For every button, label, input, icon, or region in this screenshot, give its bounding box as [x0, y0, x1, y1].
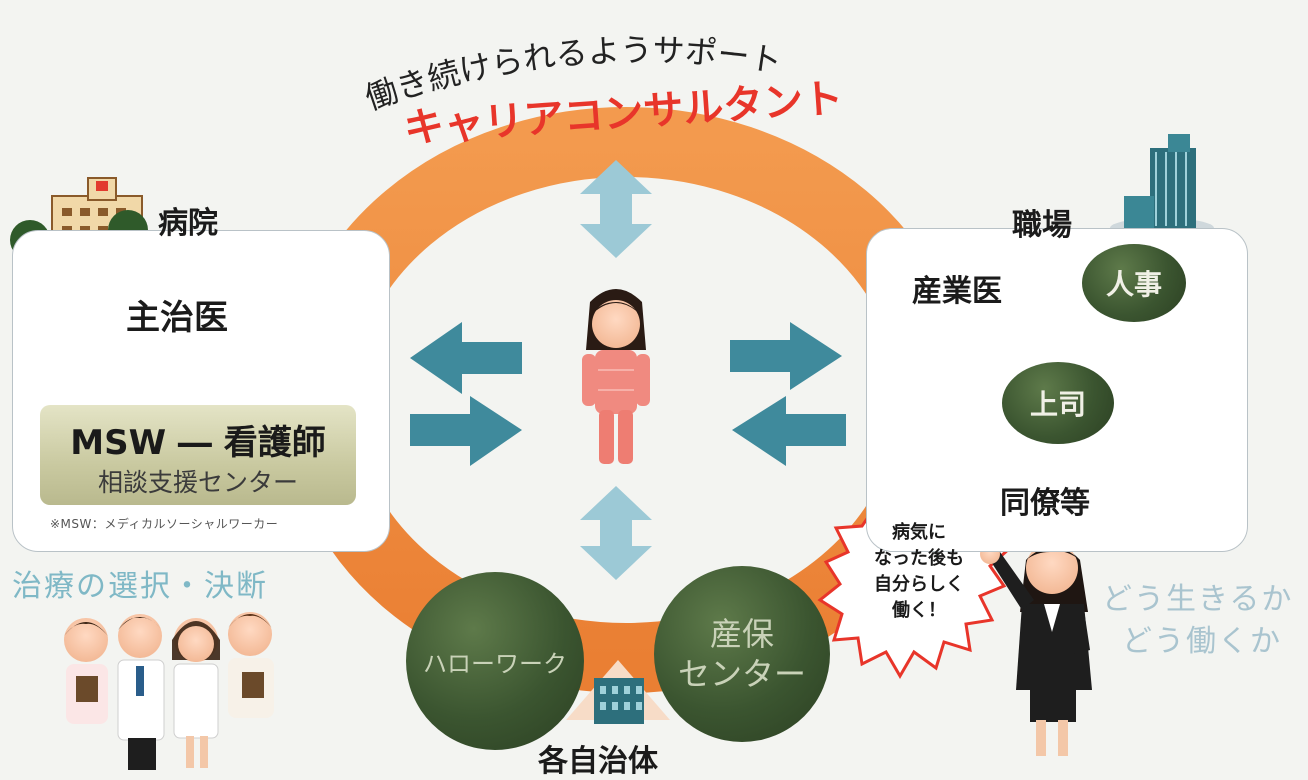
municipality-label: 各自治体: [538, 744, 658, 779]
hospital-title: 病院: [158, 206, 218, 241]
patient-figure-icon: [582, 289, 650, 464]
how-to-live-label: どう生きるか: [1102, 582, 1294, 617]
arrow-left-top: [410, 322, 522, 394]
msw-nurse-label: MSW ― 看護師: [70, 423, 326, 463]
speech-line-2: なった後も: [874, 548, 964, 570]
city-building-icon: [566, 660, 670, 724]
msw-nurse-box: MSW ― 看護師 相談支援センター: [40, 405, 356, 505]
consult-center-label: 相談支援センター: [97, 468, 298, 497]
workplace-title: 職場: [1012, 208, 1072, 243]
speech-bubble-text: 病気に なった後も 自分らしく 働く！: [858, 520, 980, 624]
arrow-right-top: [730, 322, 842, 390]
colleagues-label: 同僚等: [1000, 486, 1090, 521]
industrial-physician-label: 産業医: [912, 274, 1002, 309]
medical-staff-icon: [64, 612, 274, 770]
speech-line-1: 病気に: [892, 522, 946, 543]
attending-doctor-label: 主治医: [126, 298, 228, 338]
sanpo-line2: センター: [677, 655, 806, 693]
treatment-choice-label: 治療の選択・決断: [12, 569, 268, 604]
how-to-work-label: どう働くか: [1122, 624, 1282, 659]
boss-badge: 上司: [1002, 362, 1114, 444]
arrow-left-bottom-right: [732, 396, 846, 466]
businesswoman-icon: [980, 542, 1092, 756]
arrow-up-down-bottom: [580, 486, 652, 580]
sanpo-center-badge: 産保 センター: [654, 566, 830, 742]
sanpo-line1: 産保: [709, 615, 774, 653]
speech-line-4: 働く！: [892, 600, 946, 622]
hr-badge: 人事: [1082, 244, 1186, 322]
speech-line-3: 自分らしく: [874, 574, 964, 596]
hellowork-badge: ハローワーク: [406, 572, 584, 750]
arrow-up-down-top: [580, 160, 652, 258]
arrow-right-bottom-left: [410, 396, 522, 466]
msw-footnote: ※MSW：メディカルソーシャルワーカー: [50, 517, 279, 531]
office-tower-icon: [1110, 134, 1214, 238]
